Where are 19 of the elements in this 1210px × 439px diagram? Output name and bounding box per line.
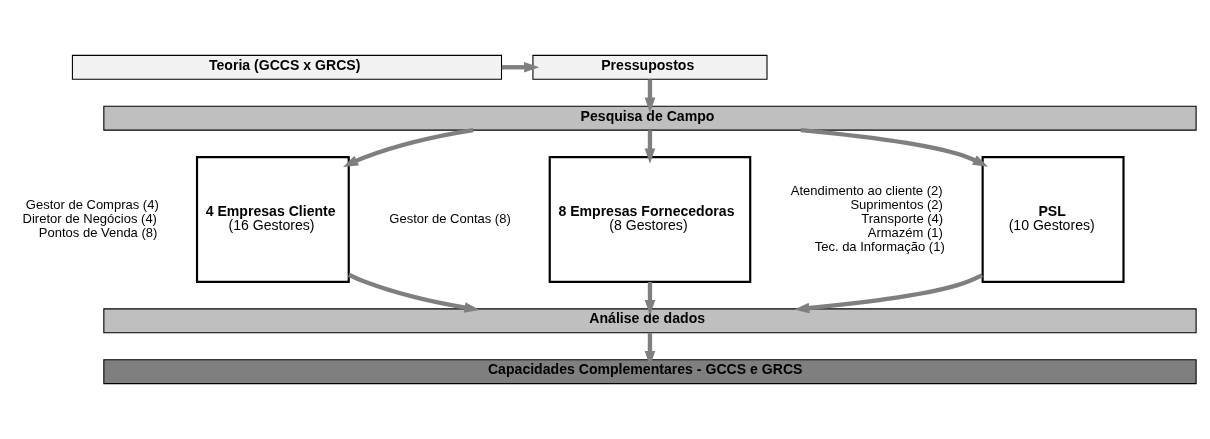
- node-label: Gestor de Contas (8): [389, 210, 511, 226]
- node-box: 8 Empresas Fornecedoras (8 Gestores): [548, 156, 752, 283]
- node-box: 4 Empresas Cliente (16 Gestores): [195, 156, 350, 283]
- node-box: Capacidades Complementares - GCCS e GRCS: [103, 359, 1197, 385]
- arrow: [794, 273, 984, 314]
- node-box: Teoria (GCCS x GRCS): [71, 54, 503, 80]
- arrow: [800, 127, 989, 167]
- arrow: [644, 79, 656, 113]
- arrow: [347, 272, 480, 313]
- node-box: Pressupostos: [532, 54, 768, 80]
- node-box: Análise de dados: [103, 308, 1197, 334]
- arrow: [644, 130, 656, 164]
- arrow: [644, 281, 656, 316]
- node-label: Atendimento ao cliente (2): [790, 182, 943, 198]
- node-box: Pesquisa de Campo: [103, 105, 1197, 131]
- node-label: Tec. da Informação (1): [814, 239, 945, 255]
- arrow: [501, 61, 540, 73]
- node-label: Gestor de Compras (4): [25, 196, 159, 212]
- node-box: PSL (10 Gestores): [981, 156, 1125, 283]
